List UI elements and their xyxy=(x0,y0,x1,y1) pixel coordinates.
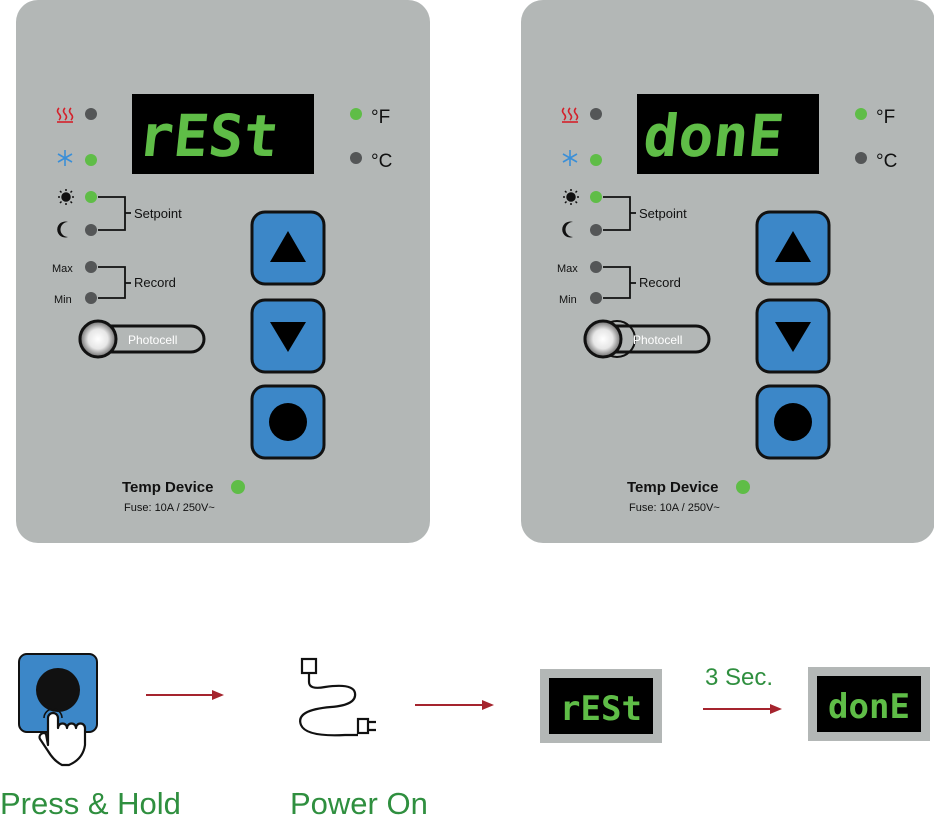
celsius-led xyxy=(350,152,362,164)
setpoint-bracket xyxy=(603,196,636,231)
delay-label: 3 Sec. xyxy=(705,664,774,691)
power-led xyxy=(736,480,750,494)
power-led xyxy=(231,480,245,494)
device-name: Temp Device xyxy=(122,479,213,496)
day-setpoint-led xyxy=(590,191,602,203)
max-record-led xyxy=(590,261,602,273)
heat-led xyxy=(85,108,97,120)
set-button-dot-icon xyxy=(269,403,307,441)
record-bracket xyxy=(98,266,131,299)
cool-led xyxy=(590,154,602,166)
photocell-sensor xyxy=(78,319,118,359)
lcd-display xyxy=(132,94,314,174)
sequence-display-1-text: rESt xyxy=(560,689,642,729)
reset-sequence: rESt donE xyxy=(18,653,930,767)
set-button[interactable] xyxy=(755,384,831,460)
fuse-label: Fuse: 10A / 250V~ xyxy=(629,502,720,514)
lcd-display-text: rESt xyxy=(135,102,282,170)
setpoint-label: Setpoint xyxy=(639,206,687,221)
photocell-sensor xyxy=(583,319,623,359)
step-power-on-label: Power On xyxy=(290,786,428,821)
snowflake-icon xyxy=(562,150,578,166)
sun-icon xyxy=(563,189,579,205)
max-label: Max xyxy=(557,263,578,275)
sequence-display-2: donE xyxy=(808,667,930,741)
min-label: Min xyxy=(559,294,577,306)
photocell-label: Photocell xyxy=(633,333,682,347)
step-press-hold-label: Press & Hold xyxy=(0,786,181,821)
heat-icon xyxy=(561,107,579,123)
night-setpoint-led xyxy=(85,224,97,236)
sequence-display-2-text: donE xyxy=(828,687,910,727)
up-button[interactable] xyxy=(755,210,831,286)
moon-icon xyxy=(57,221,68,238)
device-name: Temp Device xyxy=(627,479,718,496)
hand-pointer-icon xyxy=(38,711,87,767)
fahrenheit-led xyxy=(350,108,362,120)
up-arrow-icon xyxy=(270,231,306,262)
set-button[interactable] xyxy=(250,384,326,460)
setpoint-label: Setpoint xyxy=(134,206,182,221)
fahrenheit-led xyxy=(855,108,867,120)
down-arrow-icon xyxy=(775,322,811,352)
up-button[interactable] xyxy=(250,210,326,286)
min-label: Min xyxy=(54,294,72,306)
down-arrow-icon xyxy=(270,322,306,352)
celsius-label: °C xyxy=(371,151,392,172)
record-label: Record xyxy=(639,275,681,290)
lcd-display xyxy=(637,94,819,174)
sequence-display-1: rESt xyxy=(540,669,662,743)
record-bracket xyxy=(603,266,636,299)
down-button[interactable] xyxy=(755,298,831,374)
set-button-dot-icon xyxy=(774,403,812,441)
fahrenheit-label: °F xyxy=(876,107,895,128)
device-panel-1: rESt Setpoint Max Min xyxy=(16,0,430,543)
photocell-label: Photocell xyxy=(128,333,177,347)
record-label: Record xyxy=(134,275,176,290)
fahrenheit-label: °F xyxy=(371,107,390,128)
snowflake-icon xyxy=(57,150,73,166)
max-record-led xyxy=(85,261,97,273)
heat-led xyxy=(590,108,602,120)
sun-icon xyxy=(58,189,74,205)
sequence-arrow-3 xyxy=(703,704,782,714)
max-label: Max xyxy=(52,263,73,275)
heat-icon xyxy=(56,107,74,123)
lcd-display-text: donE xyxy=(640,102,787,170)
up-arrow-icon xyxy=(775,231,811,262)
min-record-led xyxy=(85,292,97,304)
device-panel-2: donE Setpoint Max Min xyxy=(521,0,934,543)
day-setpoint-led xyxy=(85,191,97,203)
night-setpoint-led xyxy=(590,224,602,236)
celsius-led xyxy=(855,152,867,164)
moon-icon xyxy=(562,221,573,238)
fuse-label: Fuse: 10A / 250V~ xyxy=(124,502,215,514)
down-button[interactable] xyxy=(250,298,326,374)
press-hold-button-icon xyxy=(18,653,98,767)
celsius-label: °C xyxy=(876,151,897,172)
sequence-arrow-1 xyxy=(146,690,224,700)
power-plug-icon xyxy=(299,657,376,737)
min-record-led xyxy=(590,292,602,304)
cool-led xyxy=(85,154,97,166)
sequence-arrow-2 xyxy=(415,700,494,710)
setpoint-bracket xyxy=(98,196,131,231)
